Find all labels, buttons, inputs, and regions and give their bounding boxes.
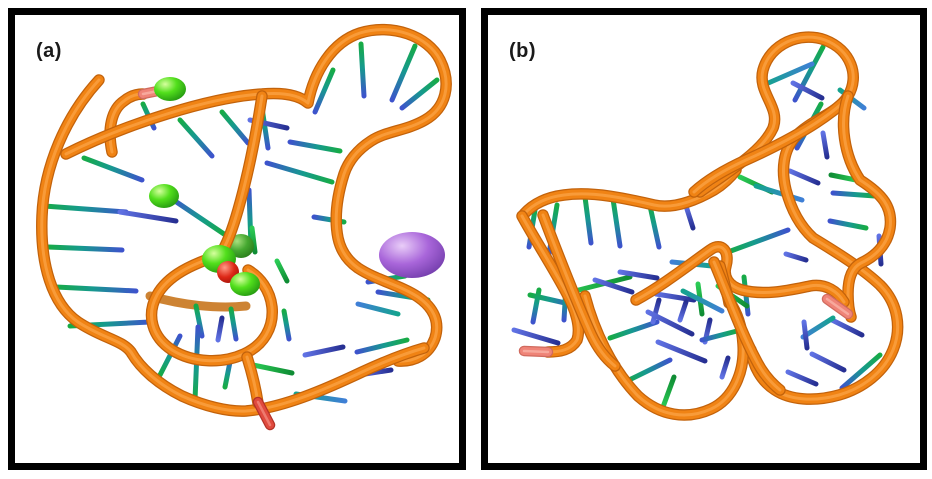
base-stick <box>511 327 561 346</box>
base-stick <box>281 308 292 342</box>
base-stick <box>582 194 594 246</box>
chain-terminus-tip <box>256 400 272 427</box>
base-stick <box>246 187 254 250</box>
base-stick <box>828 172 859 183</box>
base-stick <box>792 44 826 103</box>
base-stick <box>287 139 343 154</box>
base-stick <box>81 155 145 183</box>
base-stick <box>800 315 836 340</box>
base-stick <box>829 317 865 338</box>
base-stick <box>647 203 662 250</box>
base-stick <box>610 196 623 249</box>
base-stick <box>622 357 673 385</box>
base-stick <box>193 303 205 339</box>
base-stick <box>787 168 821 186</box>
base-stick <box>302 344 346 358</box>
base-stick <box>820 130 830 160</box>
base-stick <box>839 352 883 391</box>
base-stick <box>785 369 819 387</box>
ion-sphere-green <box>230 272 260 296</box>
base-stick <box>274 258 290 284</box>
panel-a-structure <box>36 23 452 431</box>
ion-sphere-purple <box>379 232 445 278</box>
base-stick <box>312 67 336 115</box>
panel-a-label: (a) <box>36 40 62 62</box>
base-stick <box>169 196 227 237</box>
panel-b-label: (b) <box>509 40 537 62</box>
base-stick <box>592 277 635 295</box>
chain-terminus-tip <box>825 297 850 316</box>
base-stick <box>680 288 725 314</box>
base-stick <box>354 337 410 355</box>
base-stick <box>399 77 440 111</box>
base-stick <box>719 355 731 380</box>
base-stick <box>249 225 258 255</box>
ions-behind-backbone <box>228 232 445 278</box>
base-stick <box>783 251 809 263</box>
base-stick <box>753 183 805 203</box>
base-stick <box>45 244 125 253</box>
base-stick <box>650 297 662 325</box>
base-stick <box>660 374 677 410</box>
ion-sphere-green <box>154 77 186 101</box>
base-sticks <box>511 44 884 410</box>
base-stick <box>677 299 689 323</box>
ion-sphere-green <box>149 184 179 208</box>
base-stick <box>653 291 697 303</box>
base-stick <box>250 362 295 376</box>
base-stick <box>683 203 696 231</box>
base-stick <box>117 209 179 224</box>
base-stick <box>827 218 869 231</box>
panel-b-structure <box>511 31 904 421</box>
base-stick <box>389 43 418 103</box>
base-stick <box>725 227 791 255</box>
ions-front <box>149 77 260 296</box>
panel-b: (b) <box>481 8 927 470</box>
base-stick <box>645 309 695 337</box>
base-stick <box>763 61 815 87</box>
panel-a: (a) <box>8 8 466 470</box>
base-stick <box>219 109 251 146</box>
base-stick <box>607 319 660 341</box>
base-stick <box>809 351 847 373</box>
base-stick <box>177 117 215 159</box>
chain-terminus-tip <box>522 349 550 354</box>
base-stick <box>830 190 878 199</box>
base-stick <box>355 301 401 317</box>
base-stick <box>41 203 129 215</box>
base-stick <box>264 160 335 185</box>
ion-sphere-greendim <box>228 234 254 258</box>
base-stick <box>530 287 542 325</box>
base-stick <box>358 41 367 99</box>
base-stick <box>617 269 660 281</box>
base-stick <box>801 319 810 351</box>
base-stick <box>655 339 708 364</box>
base-stick <box>215 315 225 343</box>
backbone-tubes <box>36 23 452 417</box>
base-stick <box>790 80 825 101</box>
chain-terminus-tips <box>518 293 854 358</box>
base-stick <box>228 306 239 342</box>
base-stick <box>53 284 139 294</box>
base-stick <box>699 328 740 343</box>
backbone-tubes <box>516 31 904 421</box>
